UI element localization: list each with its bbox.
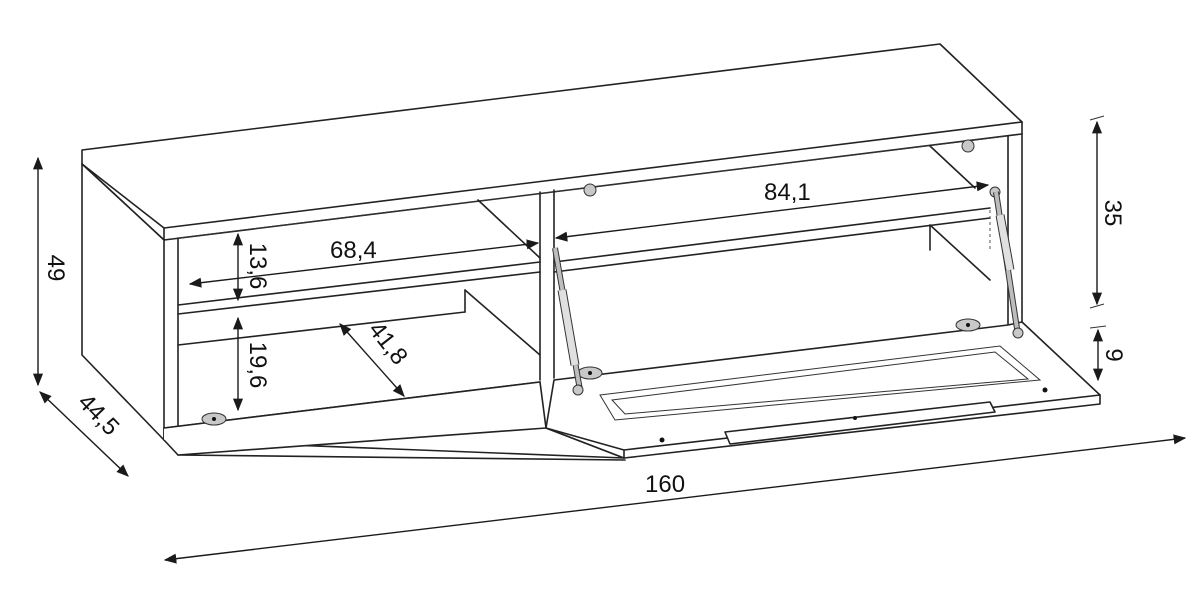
- label-inner-height-right: 35: [1099, 200, 1126, 227]
- label-shelf-height-upper: 13,6: [244, 243, 271, 290]
- label-compartment-width-left: 68,4: [330, 237, 377, 264]
- left-lower-shelf: [177, 289, 541, 356]
- top-panel: [81, 43, 1023, 241]
- dimension-total-width: 160: [163, 434, 1187, 564]
- dimension-total-height: 49: [32, 156, 69, 387]
- dimension-shelf-height-upper: 13,6: [232, 232, 271, 302]
- label-inner-depth: 41,8: [363, 317, 413, 370]
- label-depth: 44,5: [72, 389, 124, 441]
- cam-fitting-icon: [961, 139, 975, 153]
- hinge-icon: [201, 412, 227, 426]
- label-compartment-width-right: 84,1: [764, 179, 811, 206]
- dimension-compartment-width-right: 84,1: [554, 179, 990, 242]
- middle-divider: [539, 189, 555, 381]
- left-upper-shelf: [177, 261, 541, 315]
- label-total-height: 49: [42, 255, 69, 282]
- label-shelf-height-lower: 19,6: [244, 342, 271, 389]
- right-flap-door: [545, 321, 1101, 459]
- hinge-icon: [955, 318, 981, 332]
- right-shelf: [553, 207, 991, 281]
- gas-strut-left: [552, 247, 584, 396]
- dimension-compartment-width-left: 68,4: [188, 237, 540, 288]
- dimension-inner-depth: 41,8: [339, 317, 413, 397]
- dimension-depth: 44,5: [39, 389, 129, 477]
- dimension-inner-height-right: 35: [1089, 115, 1126, 309]
- label-total-width: 160: [645, 471, 685, 498]
- gas-strut-right: [993, 191, 1024, 339]
- dimension-flap-thickness: 9: [1089, 325, 1127, 382]
- cam-fitting-icon: [583, 183, 597, 197]
- dimension-shelf-height-lower: 19,6: [232, 316, 271, 412]
- label-flap-thickness: 9: [1100, 348, 1127, 361]
- hinge-icon: [577, 366, 603, 380]
- handle-recess: [599, 345, 1042, 421]
